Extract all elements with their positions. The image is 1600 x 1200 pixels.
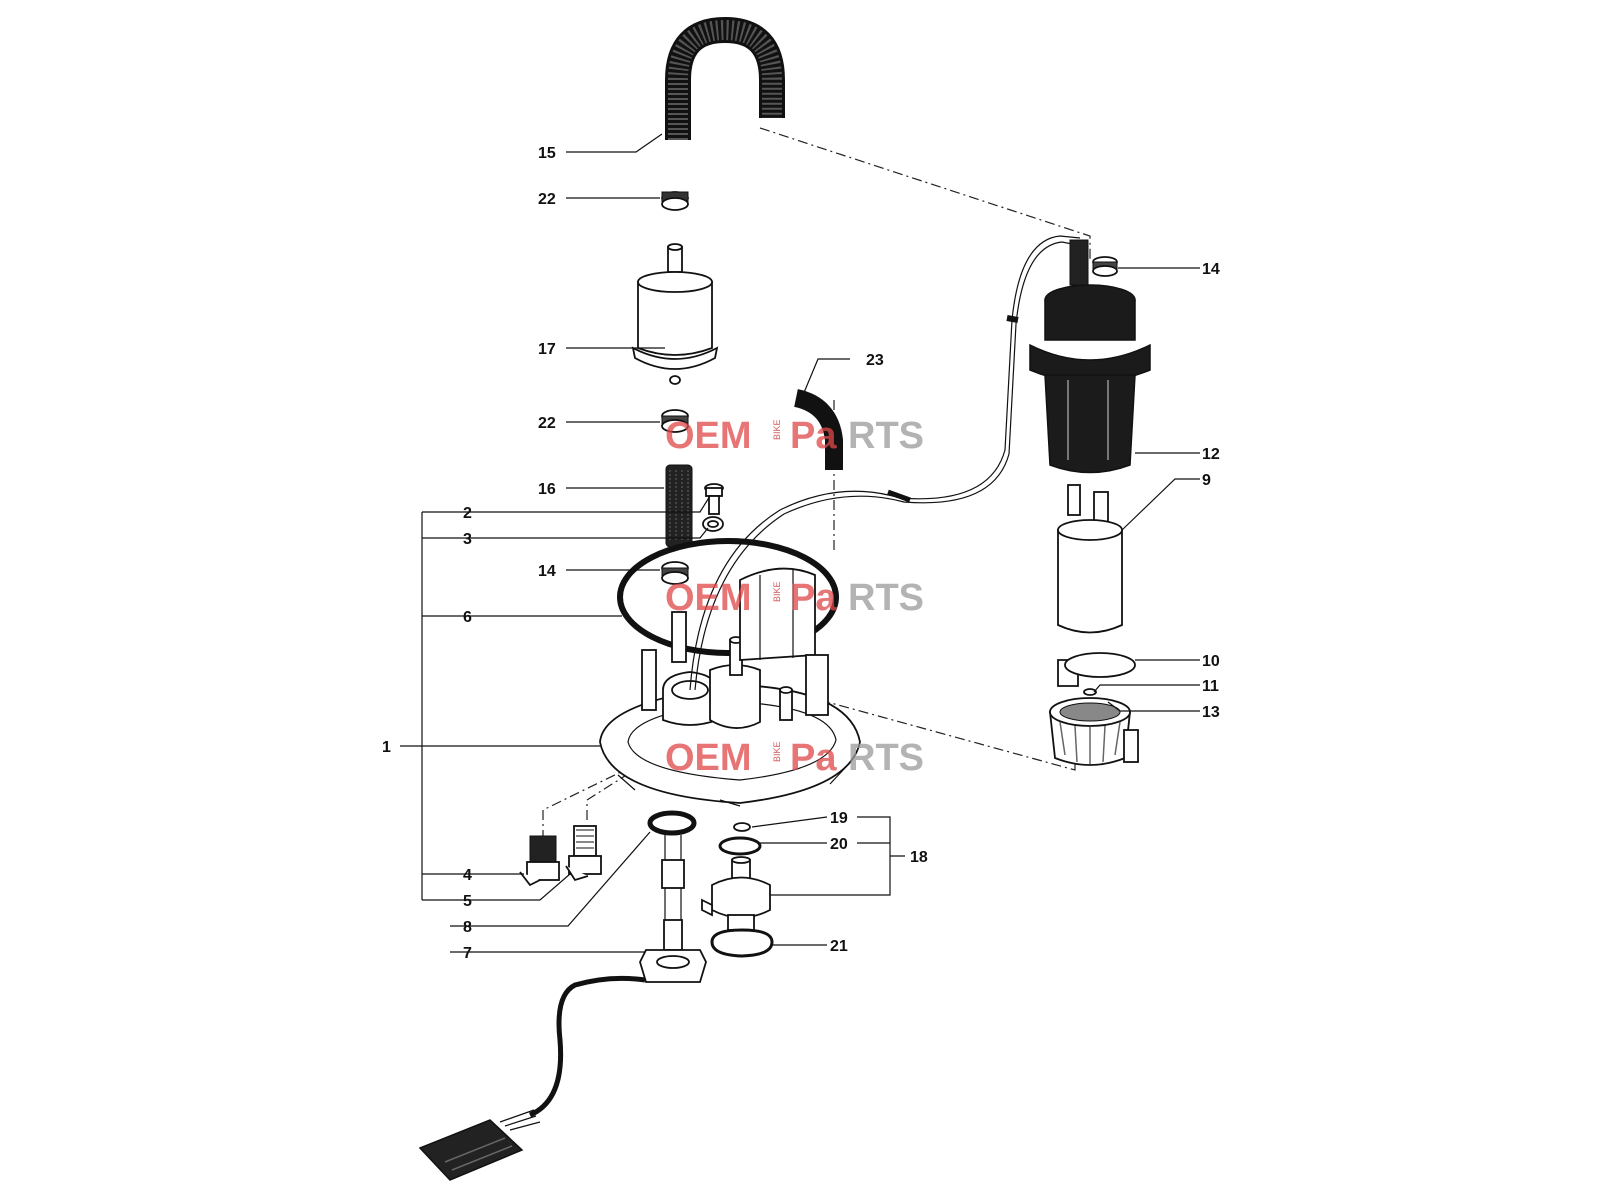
fuel-pump: [1057, 484, 1123, 634]
part-labels: 15 22 17 22 16 2 3 14 6 1 4 5 8 7 23 14 …: [382, 145, 1220, 962]
wiring-connector: [418, 1109, 541, 1181]
watermark-rts: RTS: [848, 577, 924, 619]
retaining-ring: [718, 836, 762, 856]
hose-clamp-pump: [1092, 256, 1118, 277]
label-4: 4: [463, 867, 472, 884]
straight-hose: [665, 464, 693, 548]
bent-hose-small: [793, 389, 843, 470]
small-ring: [1083, 688, 1097, 696]
fitting-left: [519, 835, 560, 887]
watermark-bike: BIKE: [772, 581, 782, 602]
label-14-flange: 14: [538, 563, 556, 580]
label-22-bottom: 22: [538, 415, 556, 432]
label-22-top: 22: [538, 191, 556, 208]
pump-wiring: [689, 235, 1083, 691]
watermark-rts: RTS: [848, 737, 924, 779]
sender-o-ring: [647, 810, 697, 836]
watermark-oem: OEM: [665, 415, 752, 457]
watermark-bike: BIKE: [772, 419, 782, 440]
label-13: 13: [1202, 704, 1220, 721]
fuel-filter: [631, 243, 719, 385]
label-17: 17: [538, 341, 556, 358]
label-12: 12: [1202, 446, 1220, 463]
pump-holder: [1029, 239, 1151, 474]
circlip: [710, 928, 774, 958]
watermark-oem: OEM: [665, 577, 752, 619]
watermark-pa: Pa: [790, 577, 837, 619]
watermark-rts: RTS: [848, 415, 924, 457]
level-sender: [528, 835, 707, 1118]
screw: [704, 483, 724, 515]
hose-clamp-flange: [661, 561, 689, 585]
fuel-hose-curved: [665, 16, 785, 140]
fitting-right: [565, 825, 602, 882]
pressure-regulator: [701, 856, 771, 931]
watermark-pa: Pa: [790, 737, 837, 779]
hose-clamp-upper: [661, 191, 689, 211]
pump-support-flange: [599, 567, 861, 807]
label-21: 21: [830, 938, 848, 955]
label-10: 10: [1202, 653, 1220, 670]
label-11: 11: [1202, 678, 1219, 695]
watermark-oem: OEM: [665, 737, 752, 779]
label-9: 9: [1202, 472, 1211, 489]
label-20: 20: [830, 836, 848, 853]
label-14-pump: 14: [1202, 261, 1220, 278]
watermark-bike: BIKE: [772, 741, 782, 762]
watermark: OEM BIKE Pa RTS OEM BIKE Pa RTS OEM BIKE…: [665, 415, 924, 779]
small-o-ring: [733, 822, 751, 832]
label-18: 18: [910, 849, 928, 866]
fuel-strainer: [1048, 697, 1139, 766]
label-19: 19: [830, 810, 848, 827]
label-1: 1: [382, 739, 391, 756]
pump-bracket: [1057, 652, 1136, 687]
flange-o-ring: [617, 538, 839, 656]
hose-clamp-lower: [661, 409, 689, 433]
label-16: 16: [538, 481, 556, 498]
leader-lines: [400, 133, 1200, 953]
watermark-pa: Pa: [790, 415, 837, 457]
label-3: 3: [463, 531, 472, 548]
label-5: 5: [463, 893, 472, 910]
label-23: 23: [866, 352, 884, 369]
label-7: 7: [463, 945, 472, 962]
label-15: 15: [538, 145, 556, 162]
label-6: 6: [463, 609, 472, 626]
label-2: 2: [463, 505, 472, 522]
label-8: 8: [463, 919, 472, 936]
washer: [702, 516, 724, 532]
